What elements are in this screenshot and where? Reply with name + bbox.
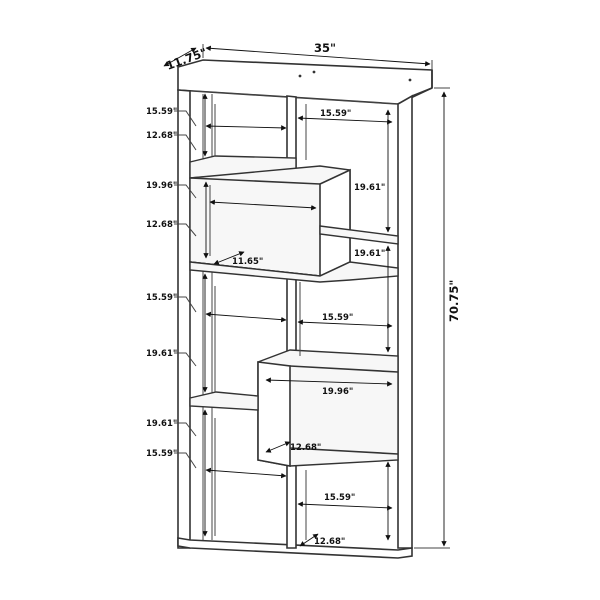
shelf-right-1 [319, 225, 399, 245]
lower-center-divider [286, 459, 297, 549]
interior-label-4: 11.65" [232, 257, 263, 267]
svg-text:15.59": 15.59" [146, 107, 177, 117]
interior-label-5: 15.59" [322, 313, 353, 323]
svg-text:19.61": 19.61" [146, 349, 177, 359]
left-label-2: 12.68" [146, 131, 197, 151]
height-label: 70.75" [447, 280, 461, 322]
interior-label-2: 19.61" [354, 183, 385, 193]
svg-text:12.68": 12.68" [146, 220, 177, 230]
protruding-box-front [319, 168, 351, 278]
left-label-1: 15.59" [146, 107, 197, 127]
svg-text:12.68": 12.68" [146, 131, 177, 141]
protruding-box-lower-front [257, 361, 291, 467]
middle-center-divider [286, 275, 297, 363]
left-side-panel [177, 89, 191, 549]
svg-text:15.59": 15.59" [146, 293, 177, 303]
shelf-3 [189, 391, 259, 411]
interior-label-6: 19.96" [322, 387, 353, 397]
interior-label-9: 12.68" [314, 537, 345, 547]
svg-text:19.96": 19.96" [146, 181, 177, 191]
left-label-6: 19.61" [146, 349, 197, 367]
shelf-2 [189, 261, 399, 283]
left-label-4: 12.68" [146, 220, 197, 237]
top-panel [177, 59, 433, 105]
left-label-7: 19.61" [146, 419, 197, 437]
depth-dim-line [163, 47, 197, 67]
interior-label-1: 15.59" [320, 109, 351, 119]
svg-text:19.61": 19.61" [146, 419, 177, 429]
right-side-panel [397, 94, 413, 549]
left-label-3: 19.96" [146, 181, 197, 199]
left-label-8: 15.59" [146, 449, 197, 469]
shelf-1 [189, 155, 297, 179]
left-label-5: 15.59" [146, 293, 197, 313]
interior-label-3: 19.61" [354, 249, 385, 259]
width-label: 35" [314, 41, 336, 55]
interior-label-8: 15.59" [324, 493, 355, 503]
svg-text:15.59": 15.59" [146, 449, 177, 459]
width-dim-line [205, 45, 431, 67]
interior-label-7: 12.68" [290, 443, 321, 453]
